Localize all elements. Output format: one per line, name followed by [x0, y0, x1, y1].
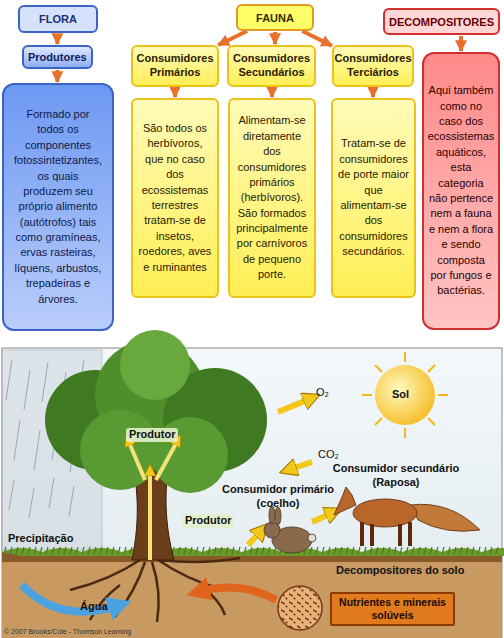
water-label: Água — [80, 600, 108, 614]
oxygen-label: O₂ — [316, 386, 329, 400]
tertiary-consumer-description: Tratam-se de consumidores de porte maior… — [331, 98, 416, 298]
flow-arrow — [55, 70, 59, 82]
producer-label: Produtor — [126, 428, 178, 442]
node-text: Formado por todos os componentes fotossi… — [12, 107, 104, 307]
node-text: Alimentam-se diretamente dos consumidore… — [235, 113, 309, 282]
nutrient-box: Nutrientes e minerais solúveis — [330, 592, 455, 626]
node-text: Consumidores Terciários — [335, 52, 412, 80]
rabbit — [264, 506, 316, 553]
node-text: Aqui também como no caso dos ecossistema… — [428, 83, 495, 298]
node-text: Consumidores Secundários — [233, 52, 310, 80]
copyright-watermark: © 2007 Brooks/Cole - Thomson Learning — [4, 628, 131, 637]
producer-label: Produtor — [182, 514, 234, 528]
flow-arrow — [273, 32, 277, 44]
sap-arrows — [128, 440, 178, 560]
nutrient-arrow — [198, 588, 276, 601]
node-text: Tratam-se de consumidores de porte maior… — [338, 136, 409, 259]
primary-consumer-description: São todos os herbívoros, que no caso dos… — [131, 98, 219, 298]
decomposer-header: DECOMPOSITORES — [383, 8, 500, 35]
grass — [4, 547, 498, 554]
decomposer-circle — [278, 586, 322, 630]
tertiary-consumer-header: Consumidores Terciários — [332, 45, 414, 87]
primary-consumer-header: Consumidores Primários — [131, 45, 219, 87]
flow-arrow — [218, 31, 247, 45]
tree-canopy — [45, 330, 267, 493]
flow-arrow — [459, 36, 463, 51]
primary-consumer-label: Consumidor primário (coelho) — [222, 483, 334, 511]
flow-arrow — [173, 88, 177, 97]
flow-arrow — [55, 34, 59, 44]
flow-arrow — [302, 31, 332, 46]
flow-arrow — [270, 88, 274, 97]
secondary-consumer-description: Alimentam-se diretamente dos consumidore… — [228, 98, 316, 298]
precipitation-label: Precipitação — [8, 532, 73, 546]
gas-arrows — [248, 398, 334, 545]
flow-arrow — [371, 88, 375, 97]
node-text: FAUNA — [256, 12, 294, 24]
decomposer-description: Aqui também como no caso dos ecossistema… — [422, 52, 500, 330]
node-text: Consumidores Primários — [137, 52, 214, 80]
secondary-consumer-header: Consumidores Secundários — [227, 45, 316, 87]
node-text: São todos os herbívoros, que no caso dos… — [138, 121, 212, 275]
producer-description: Formado por todos os componentes fotossi… — [2, 83, 114, 331]
sun — [362, 352, 448, 438]
node-text: DECOMPOSITORES — [389, 16, 494, 28]
sun-label: Sol — [392, 388, 409, 402]
carbon-dioxide-label: CO₂ — [318, 448, 339, 462]
fauna-header: FAUNA — [236, 4, 314, 31]
flora-header: FLORA — [18, 5, 98, 33]
secondary-consumer-label: Consumidor secundário (Raposa) — [330, 462, 462, 490]
node-text: Nutrientes e minerais solúveis — [336, 596, 449, 622]
node-text: FLORA — [39, 13, 77, 25]
fox — [334, 487, 480, 546]
illustration-frame — [2, 348, 502, 638]
producer-header: Produtores — [22, 45, 93, 69]
node-text: Produtores — [28, 51, 87, 63]
decomposer-label: Decompositores do solo — [336, 564, 464, 578]
soil — [2, 548, 504, 638]
